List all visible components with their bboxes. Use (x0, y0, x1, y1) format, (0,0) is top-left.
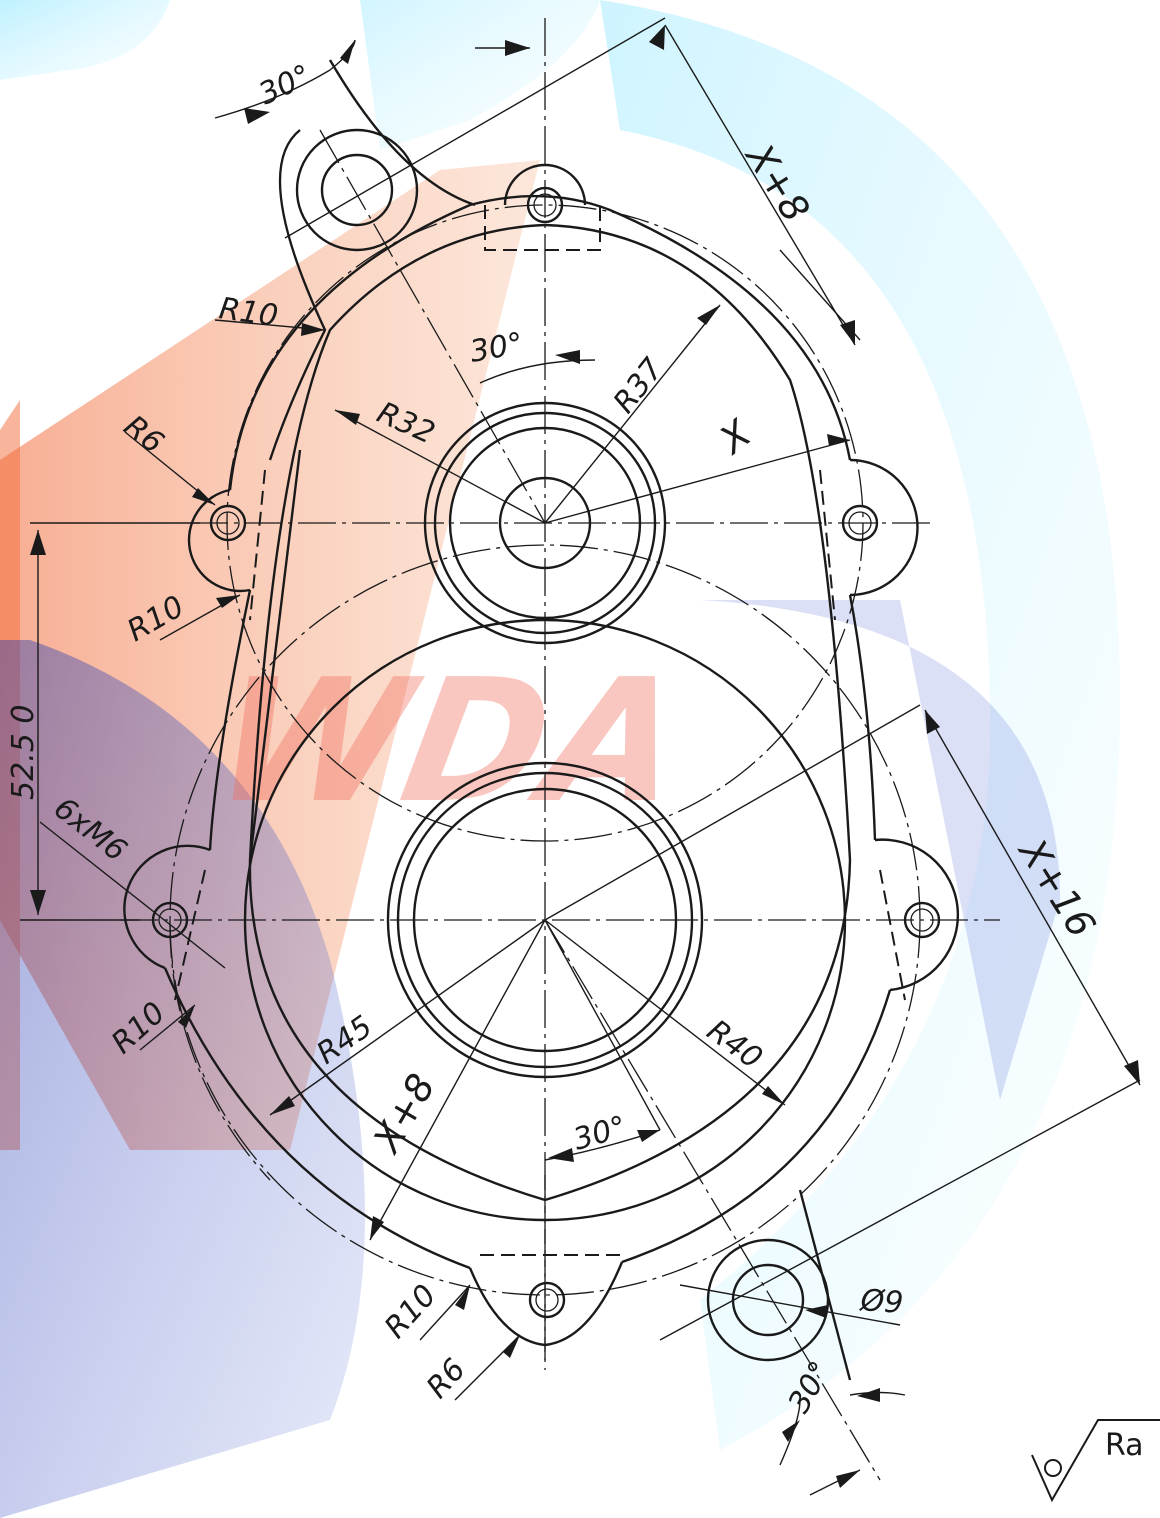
dim-angle-bottom-center: 30° (570, 1109, 631, 1157)
threaded-holes (123, 163, 960, 1347)
dim-angle-top-ear: 30° (254, 58, 317, 112)
dim-r37: R37 (607, 352, 671, 420)
surface-roughness-label: Ra (1105, 1428, 1144, 1463)
inner-contour (243, 223, 852, 1222)
dim-r10-bottom: R10 (378, 1278, 444, 1345)
outer-contour (163, 59, 892, 1381)
dim-r10-top-left: R10 (217, 291, 280, 334)
dim-x-mid: X (710, 411, 760, 464)
dim-vertical-52-5: 52.5 0 (6, 705, 41, 800)
watermark-text: WDA (202, 643, 697, 840)
upper-bore (423, 401, 667, 645)
hidden-lines (174, 205, 906, 1256)
watermark-background (0, 0, 1120, 1518)
dim-dia9: Ø9 (857, 1283, 904, 1321)
top-left-dowel (295, 128, 419, 252)
dim-x8-lower: X+8 (364, 1066, 444, 1161)
arrowheads (30, 25, 1140, 1488)
surface-roughness-symbol: Ra (1031, 1419, 1160, 1503)
lower-bore (386, 761, 704, 1079)
dim-r6-bottom: R6 (420, 1352, 473, 1405)
surface-roughness-icon (1031, 1419, 1160, 1503)
